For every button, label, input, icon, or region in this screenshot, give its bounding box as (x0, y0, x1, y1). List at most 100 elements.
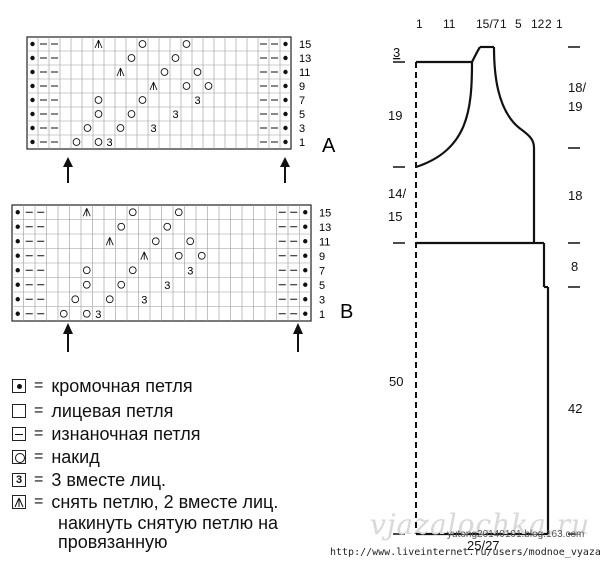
slip-decrease-mark (140, 251, 149, 260)
top-width-5: 5 (515, 17, 522, 31)
legend-text-edge: кромочная петля (51, 376, 193, 396)
top-width-7: 2 (545, 17, 552, 31)
edge-stitch-mark (30, 41, 35, 47)
edge-stitch-mark (30, 125, 35, 131)
slip-decrease-mark (94, 39, 103, 49)
row-number: 1 (299, 137, 305, 149)
start-arrow-b-left (63, 323, 73, 352)
row-number: 5 (299, 109, 305, 121)
yarn-over-mark (128, 266, 137, 275)
row-number: 7 (299, 95, 305, 107)
neckline-curve (471, 46, 481, 63)
left-measure-top: 3 (393, 45, 400, 60)
three-together-mark: 3 (141, 294, 147, 306)
legend-three-together: 3 = 3 вместе лиц. (12, 470, 166, 490)
edge-stitch-mark (30, 83, 35, 89)
yarn-over-mark (105, 295, 114, 304)
knit-stitch-icon (12, 404, 26, 418)
three-together-mark: 3 (194, 95, 200, 107)
left-measure-bodice-b: 15 (388, 209, 402, 224)
three-together-mark: 3 (150, 123, 156, 135)
garment-schematic (415, 45, 550, 536)
edge-stitch-mark (283, 139, 288, 145)
start-arrow-b-right (293, 323, 303, 352)
yarn-over-mark (127, 110, 136, 118)
yarn-over-mark (138, 40, 147, 48)
left-measure-armhole: 19 (388, 108, 402, 123)
yarn-over-mark (82, 280, 91, 289)
legend-continuation-1: накинуть снятую петлю на (58, 513, 279, 533)
yarn-over-mark (204, 82, 213, 90)
yarn-over-mark (186, 237, 195, 246)
edge-stitch-mark (30, 55, 35, 61)
yarn-over-mark (128, 208, 137, 217)
left-measure-labels: 3 19 14/ 15 50 (388, 45, 406, 389)
edge-stitch-mark (15, 268, 20, 273)
row-number: 3 (319, 294, 325, 306)
left-measure-skirt: 50 (389, 374, 403, 389)
top-width-labels: 1 11 15/7 1 5 12 2 1 (416, 17, 563, 31)
three-together-icon: 3 (12, 473, 26, 487)
legend-slip-decrease: = снять петлю, 2 вместе лиц. (12, 492, 278, 512)
edge-stitch-mark (15, 282, 20, 287)
edge-stitch-mark (283, 111, 288, 117)
row-number: 13 (299, 53, 311, 65)
edge-stitch-mark (303, 311, 308, 316)
legend-knit-stitch: = лицевая петля (12, 401, 173, 421)
edge-stitch-mark (303, 253, 308, 258)
watermark-credit: yutong20140101.blog.163.com (447, 529, 585, 540)
top-width-1: 1 (416, 17, 423, 31)
legend-text-slip-decrease: снять петлю, 2 вместе лиц. (51, 492, 279, 512)
yarn-over-mark (163, 222, 172, 231)
yarn-over-mark (117, 222, 126, 231)
edge-stitch-mark (283, 125, 288, 131)
row-number: 11 (319, 236, 330, 248)
yarn-over-mark (117, 280, 126, 289)
yarn-over-mark (72, 138, 81, 146)
yarn-over-mark (174, 208, 183, 217)
row-number: 15 (299, 39, 311, 51)
start-arrow-a-left (63, 157, 73, 183)
top-width-6: 12 (531, 17, 545, 31)
three-together-mark: 3 (172, 109, 178, 121)
edge-stitch-mark (303, 268, 308, 273)
yarn-over-mark (71, 295, 80, 304)
top-width-8: 1 (556, 17, 563, 31)
slip-decrease-mark (82, 208, 91, 217)
watermark-site: vjazalochka.ru (370, 508, 591, 541)
slip-decrease-icon (12, 495, 26, 509)
yarn-over-mark (82, 266, 91, 275)
legend-edge-stitch: = кромочная петля (12, 376, 193, 396)
row-number: 13 (319, 222, 331, 234)
bottom-width-label: 25/27 (467, 538, 500, 553)
right-measure-strap-a: 18/ (568, 80, 586, 95)
legend-text-three-together: 3 вместе лиц. (51, 470, 167, 490)
yarn-over-mark (171, 54, 180, 62)
yarn-over-mark (94, 96, 103, 104)
edge-stitch-mark (15, 297, 20, 302)
edge-stitch-mark (15, 239, 20, 244)
slip-decrease-mark (105, 237, 114, 246)
edge-stitch-mark (303, 297, 308, 302)
chart-a-label: A (322, 135, 336, 157)
edge-stitch-mark (30, 69, 35, 75)
edge-stitch-mark (15, 224, 20, 229)
left-measure-bodice-a: 14/ (388, 186, 406, 201)
yarn-over-mark (160, 68, 169, 76)
measurement-ticks (393, 46, 580, 535)
yarn-over-mark (174, 251, 183, 260)
row-number: 7 (319, 265, 325, 277)
yarn-over-mark (59, 309, 68, 318)
row-number: 5 (319, 280, 325, 292)
three-together-mark: 3 (187, 265, 193, 277)
purl-stitch-icon (12, 427, 26, 441)
three-together-mark: 3 (95, 309, 101, 321)
row-number: 9 (299, 81, 305, 93)
front-neck-curve (415, 61, 474, 169)
right-measure-bodice: 18 (568, 188, 582, 203)
edge-stitch-mark (15, 253, 20, 258)
right-measure-labels: 18/ 19 18 8 42 (568, 80, 586, 416)
legend-yarn-over: = накид (12, 447, 100, 467)
edge-stitch-mark (283, 69, 288, 75)
yarn-over-mark (127, 54, 136, 62)
